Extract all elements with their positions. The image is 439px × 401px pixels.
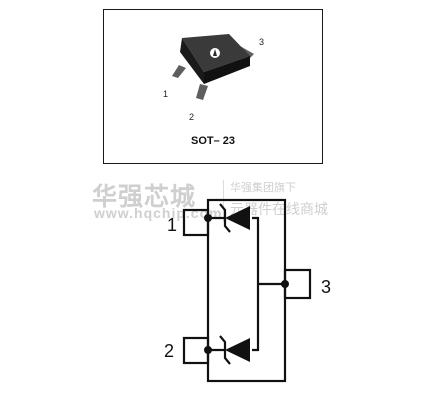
package-pin-2-label: 2 <box>189 112 195 122</box>
package-pin-1-label: 1 <box>163 89 169 99</box>
package-pin-3-label: 3 <box>259 37 265 47</box>
schematic-pin-3-label: 3 <box>321 277 332 297</box>
package-name: SOT– 23 <box>190 135 236 147</box>
pin-1-junction-dot <box>204 214 212 222</box>
zener-diode-icon <box>219 335 250 365</box>
package-body-front <box>204 56 250 84</box>
pin-3-junction-dot <box>281 280 289 288</box>
sot23-package-illustration <box>172 34 254 100</box>
schematic-pin-1-label: 1 <box>167 215 178 235</box>
package-outline-box: 3 1 2 SOT– 23 <box>103 9 323 164</box>
lead-pin-2 <box>196 84 208 100</box>
lead-pin-1 <box>172 65 186 78</box>
zener-diode-icon <box>219 203 250 233</box>
pin-1-tab <box>182 208 210 237</box>
internal-wiring <box>208 216 260 352</box>
logo-arrow-icon <box>213 49 217 56</box>
pin-2-junction-dot <box>204 346 212 354</box>
schematic-pin-2-label: 2 <box>164 341 175 361</box>
package-body-side <box>180 38 204 84</box>
